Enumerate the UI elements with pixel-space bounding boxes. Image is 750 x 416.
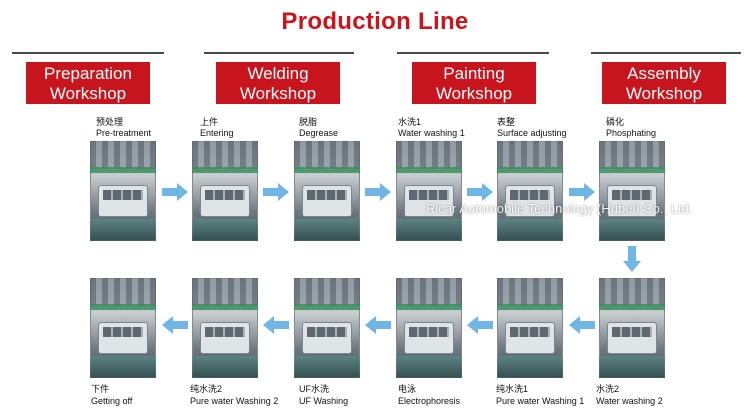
step-label-cn: UF水洗 bbox=[299, 384, 329, 394]
divider bbox=[12, 52, 164, 54]
page-title: Production Line bbox=[281, 8, 469, 35]
step-photo bbox=[90, 278, 156, 378]
right-arrow-icon bbox=[365, 183, 391, 201]
step-label-cn: 纯水洗1 bbox=[496, 384, 529, 394]
left-arrow-icon bbox=[263, 316, 289, 334]
step-label-en: Pure water Washing 2 bbox=[190, 396, 279, 406]
step-label-cn: 预处理 bbox=[96, 117, 124, 127]
step-label-en: Degrease bbox=[299, 128, 339, 138]
step-label-en: Electrophoresis bbox=[398, 396, 461, 406]
workshop-painting: Painting Workshop bbox=[412, 62, 536, 104]
watermark-text: Ricar Automobile Technology (Hubei) Co.,… bbox=[426, 201, 693, 216]
step-photo bbox=[497, 141, 563, 241]
left-arrow-icon bbox=[365, 316, 391, 334]
workshop-label: Assembly bbox=[627, 64, 701, 83]
step-label-en: Water washing 2 bbox=[596, 396, 663, 406]
step-label-cn: 水洗2 bbox=[596, 384, 620, 394]
workshop-label: Painting bbox=[443, 64, 505, 83]
workshop-label: Workshop bbox=[49, 84, 127, 103]
workshop-label: Workshop bbox=[625, 84, 703, 103]
step-photo bbox=[192, 278, 258, 378]
step-label-en: Pre-treatment bbox=[96, 128, 152, 138]
down-arrow-icon bbox=[623, 246, 641, 272]
step-photo bbox=[90, 141, 156, 241]
step-label-en: Water washing 1 bbox=[398, 128, 465, 138]
step-label-en: Surface adjusting bbox=[497, 128, 567, 138]
step-label-en: Getting off bbox=[91, 396, 133, 406]
workshop-assembly: Assembly Workshop bbox=[602, 62, 726, 104]
step-photo bbox=[294, 278, 360, 378]
step-label-cn: 下件 bbox=[91, 384, 110, 394]
divider bbox=[591, 52, 741, 54]
step-label-cn: 纯水洗2 bbox=[190, 384, 223, 394]
workshop-label: Welding bbox=[247, 64, 309, 83]
left-arrow-icon bbox=[569, 316, 595, 334]
step-photo bbox=[599, 141, 665, 241]
workshop-label: Preparation bbox=[44, 64, 132, 83]
right-arrow-icon bbox=[467, 183, 493, 201]
step-photo bbox=[396, 141, 462, 241]
step-label-en: Pure water Washing 1 bbox=[496, 396, 585, 406]
step-photo bbox=[396, 278, 462, 378]
workshop-preparation: Preparation Workshop bbox=[26, 62, 150, 104]
workshop-label: Workshop bbox=[239, 84, 317, 103]
right-arrow-icon bbox=[162, 183, 188, 201]
left-arrow-icon bbox=[467, 316, 493, 334]
step-label-en: Entering bbox=[200, 128, 234, 138]
left-arrow-icon bbox=[162, 316, 188, 334]
workshop-label: Workshop bbox=[435, 84, 513, 103]
step-label-cn: 磷化 bbox=[606, 117, 625, 127]
step-label-en: UF Washing bbox=[299, 396, 349, 406]
step-photo bbox=[497, 278, 563, 378]
step-label-cn: 电泳 bbox=[398, 384, 417, 394]
right-arrow-icon bbox=[569, 183, 595, 201]
divider bbox=[204, 52, 354, 54]
step-label-cn: 水洗1 bbox=[398, 117, 422, 127]
step-photo bbox=[294, 141, 360, 241]
step-photo bbox=[192, 141, 258, 241]
step-photo bbox=[599, 278, 665, 378]
step-label-en: Phosphating bbox=[606, 128, 657, 138]
step-label-cn: 表整 bbox=[497, 117, 516, 127]
step-label-cn: 脱脂 bbox=[299, 117, 318, 127]
right-arrow-icon bbox=[263, 183, 289, 201]
workshop-welding: Welding Workshop bbox=[216, 62, 340, 104]
divider bbox=[397, 52, 549, 54]
step-label-cn: 上件 bbox=[200, 117, 219, 127]
